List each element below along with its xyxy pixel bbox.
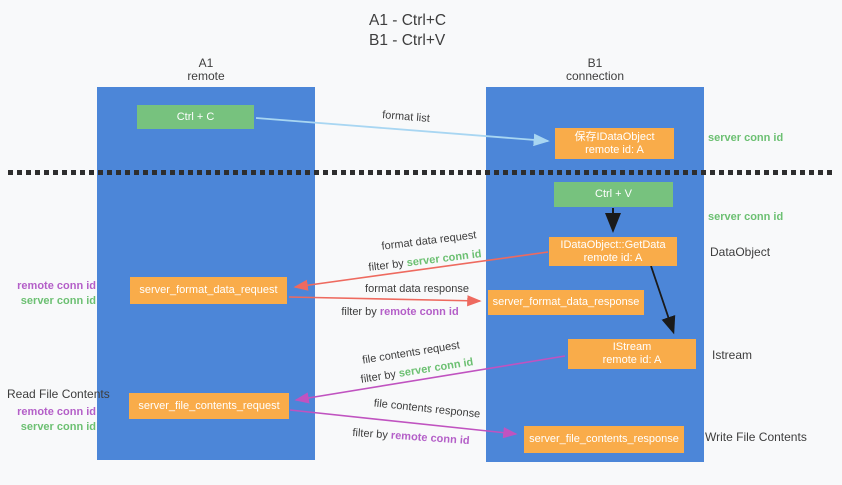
server-format-data-response-node: server_format_data_response — [488, 290, 644, 315]
file-contents-response-edge-label: file contents response — [373, 397, 481, 421]
lifeline-b1-subtitle: connection — [565, 69, 625, 83]
server-conn-id-annotation-mid: server conn id — [708, 211, 784, 223]
server-conn-id-text: server conn id — [397, 356, 475, 380]
server-conn-id-annotation-2: server conn id — [20, 421, 96, 433]
istream-line2: remote id: A — [602, 354, 662, 366]
remote-conn-id-annotation-2: remote conn id — [17, 406, 96, 418]
ctrl-v-label: Ctrl + V — [595, 188, 632, 200]
server-file-contents-response-label: server_file_contents_response — [529, 433, 679, 445]
format-data-response-edge-label: format data response — [365, 283, 469, 295]
ctrl-c-label: Ctrl + C — [176, 110, 215, 123]
server-conn-id-text: server conn id — [406, 248, 483, 270]
server-file-contents-request-label: server_file_contents_request — [138, 399, 280, 412]
remote-conn-id-text: remote conn id — [390, 429, 470, 448]
dataobject-annotation: DataObject — [710, 245, 771, 259]
filter-by-text: filter by — [341, 306, 377, 318]
server-format-data-request-label: server_format_data_request — [139, 284, 278, 296]
istream-line1: IStream — [612, 341, 652, 353]
getdata-line1: IDataObject::GetData — [560, 238, 666, 251]
remote-conn-id-annotation-1: remote conn id — [17, 280, 96, 292]
server-conn-id-annotation-top: server conn id — [708, 132, 784, 144]
filter-by-text: filter by — [352, 426, 389, 442]
save-idataobject-line2: remote id: A — [585, 143, 644, 156]
server-format-data-response-label: server_format_data_response — [492, 296, 640, 308]
lifeline-a1-header: A1 remote — [97, 57, 315, 83]
server-conn-id-annotation-1: server conn id — [20, 295, 96, 307]
filter-by-text: filter by — [359, 368, 397, 386]
left-conn-id-pair-2: remote conn id server conn id — [0, 405, 96, 435]
save-idataobject-node: 保存IDataObject remote id: A — [555, 128, 674, 159]
idataobject-getdata-node: IDataObject::GetData remote id: A — [549, 237, 677, 266]
read-file-contents-annotation: Read File Contents — [7, 387, 110, 401]
filter-by-text: filter by — [367, 257, 405, 274]
lifeline-a1-subtitle: remote — [187, 69, 225, 83]
file-contents-response-filter-label: filter by remote conn id — [352, 427, 470, 447]
lifeline-a1-name: A1 — [198, 56, 214, 70]
format-data-response-filter-label: filter by remote conn id — [341, 306, 458, 318]
title-line-1: A1 - Ctrl+C — [369, 12, 447, 29]
server-format-data-request-node: server_format_data_request — [130, 277, 287, 304]
istream-annotation: Istream — [712, 348, 753, 362]
lifeline-b1-header: B1 connection — [486, 57, 704, 83]
server-file-contents-request-node: server_file_contents_request — [129, 393, 289, 419]
istream-node: IStream remote id: A — [568, 339, 696, 369]
phase-separator-dotted-line — [8, 170, 836, 175]
lifeline-b1-name: B1 — [587, 56, 603, 70]
left-conn-id-pair-1: remote conn id server conn id — [0, 279, 96, 309]
format-data-response-arrow — [288, 295, 482, 307]
getdata-line2: remote id: A — [583, 251, 643, 264]
diagram-title: A1 - Ctrl+C B1 - Ctrl+V — [369, 11, 446, 51]
remote-conn-id-text: remote conn id — [379, 306, 459, 318]
ctrl-c-node: Ctrl + C — [137, 105, 254, 129]
title-line-2: B1 - Ctrl+V — [369, 32, 446, 49]
ctrl-v-node: Ctrl + V — [554, 182, 673, 207]
format-list-edge-label: format list — [381, 109, 431, 125]
server-file-contents-response-node: server_file_contents_response — [524, 426, 684, 453]
write-file-contents-annotation: Write File Contents — [705, 430, 807, 444]
save-idataobject-line1: 保存IDataObject — [574, 130, 655, 143]
